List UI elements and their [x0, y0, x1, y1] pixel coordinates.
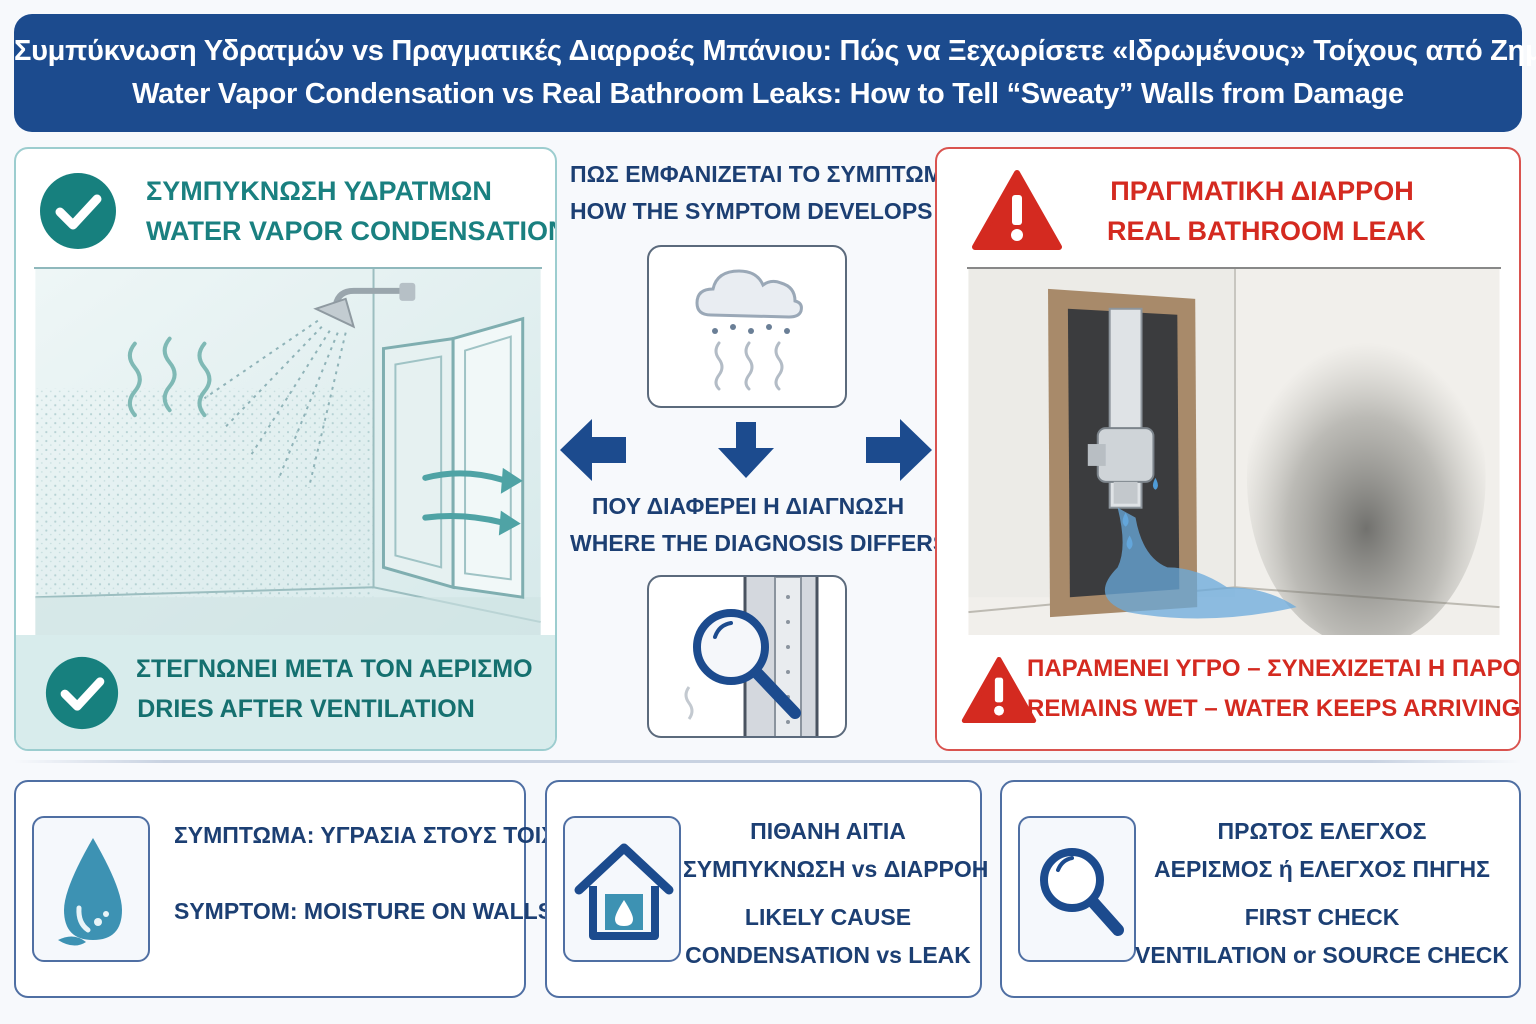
condensation-footer: ΣΤΕΓΝΩΝΕΙ ΜΕΤΑ ΤΟΝ ΑΕΡΙΣΜΟ DRIES AFTER V… [16, 635, 555, 749]
condensation-panel: ΣΥΜΠΥΚΝΩΣΗ ΥΔΡΑΤΜΩΝ WATER VAPOR CONDENSA… [14, 147, 557, 751]
condensation-result: ΣΤΕΓΝΩΝΕΙ ΜΕΤΑ ΤΟΝ ΑΕΡΙΣΜΟ DRIES AFTER V… [136, 649, 533, 729]
check-card: ΠΡΩΤΟΣ ΕΛΕΓΧΟΣ ΑΕΡΙΣΜΟΣ ή ΕΛΕΓΧΟΣ ΠΗΓΗΣ … [1000, 780, 1521, 998]
diagnosis-label: ΠΟΥ ΔΙΑΦΕΡΕΙ Η ΔΙΑΓΝΩΣΗ WHERE THE DIAGNO… [570, 488, 949, 562]
condensation-result-english: DRIES AFTER VENTILATION [137, 695, 475, 723]
cause-card: ΠΙΘΑΝΗ ΑΙΤΙΑ ΣΥΜΠΥΚΝΩΣΗ vs ΔΙΑΡΡΟΗ LIKEL… [545, 780, 989, 998]
symptom-label-greek: ΠΩΣ ΕΜΦΑΝΙΖΕΤΑΙ ΤΟ ΣΥΜΠΤΩΜΑ [570, 161, 960, 187]
cause-card-english-1: LIKELY CAUSE [744, 904, 912, 930]
magnifier-wall-icon [647, 575, 847, 738]
arrow-left-icon [560, 419, 626, 481]
warning-triangle-icon [972, 170, 1062, 250]
cause-card-greek-2: ΣΥΜΠΥΚΝΩΣΗ vs ΔΙΑΡΡΟΗ [683, 856, 989, 882]
symptom-card: ΣΥΜΠΤΩΜΑ: ΥΓΡΑΣΙΑ ΣΤΟΥΣ ΤΟΙΧΟΥΣ SYMPTOM:… [14, 780, 603, 998]
condensation-result-greek: ΣΤΕΓΝΩΝΕΙ ΜΕΤΑ ΤΟΝ ΑΕΡΙΣΜΟ [136, 655, 533, 683]
title-greek: Συμπύκνωση Υδρατμών vs Πραγματικές Διαρρ… [14, 35, 1536, 67]
check-card-english-2: VENTILATION or SOURCE CHECK [1135, 942, 1509, 968]
condensation-header: ΣΥΜΠΥΚΝΩΣΗ ΥΔΡΑΤΜΩΝ WATER VAPOR CONDENSA… [16, 149, 555, 267]
title-banner: Συμπύκνωση Υδρατμών vs Πραγματικές Διαρρ… [14, 14, 1536, 132]
check-circle-icon [45, 656, 119, 730]
check-circle-icon [40, 173, 116, 249]
check-card-english-1: FIRST CHECK [1244, 904, 1400, 930]
warning-triangle-icon [961, 656, 1037, 724]
leak-title: ΠΡΑΓΜΑΤΙΚΗ ΔΙΑΡΡΟΗ REAL BATHROOM LEAK [1107, 171, 1426, 251]
cause-card-english-2: CONDENSATION vs LEAK [685, 942, 971, 968]
leak-result-english: REMAINS WET – WATER KEEPS ARRIVING [1027, 695, 1521, 722]
symptom-label: ΠΩΣ ΕΜΦΑΝΙΖΕΤΑΙ ΤΟ ΣΥΜΠΤΩΜΑ HOW THE SYMP… [570, 156, 960, 230]
cause-card-greek-1: ΠΙΘΑΝΗ ΑΙΤΙΑ [750, 818, 906, 844]
arrow-right-icon [866, 419, 932, 481]
house-drop-icon [563, 816, 681, 962]
leak-result-greek: ΠΑΡΑΜΕΝΕΙ ΥΓΡΟ – ΣΥΝΕΧΙΖΕΤΑΙ Η ΠΑΡΟΧΗ ΝΕ… [1027, 655, 1521, 682]
water-drop-icon [32, 816, 150, 962]
leak-title-english: REAL BATHROOM LEAK [1107, 216, 1426, 246]
section-divider [14, 760, 1522, 763]
cause-card-text: ΠΙΘΑΝΗ ΑΙΤΙΑ ΣΥΜΠΥΚΝΩΣΗ vs ΔΙΑΡΡΟΗ LIKEL… [683, 812, 989, 974]
check-card-greek-2: ΑΕΡΙΣΜΟΣ ή ΕΛΕΓΧΟΣ ΠΗΓΗΣ [1154, 856, 1490, 882]
leak-header: ΠΡΑΓΜΑΤΙΚΗ ΔΙΑΡΡΟΗ REAL BATHROOM LEAK [937, 149, 1519, 267]
condensation-title: ΣΥΜΠΥΚΝΩΣΗ ΥΔΡΑΤΜΩΝ WATER VAPOR CONDENSA… [146, 171, 557, 251]
leak-title-greek: ΠΡΑΓΜΑΤΙΚΗ ΔΙΑΡΡΟΗ [1110, 176, 1414, 206]
check-card-greek-1: ΠΡΩΤΟΣ ΕΛΕΓΧΟΣ [1217, 818, 1427, 844]
cloud-rain-steam-icon [647, 245, 847, 408]
condensation-title-english: WATER VAPOR CONDENSATION [146, 216, 557, 246]
diagnosis-label-english: WHERE THE DIAGNOSIS DIFFERS [570, 530, 949, 556]
leak-footer: ΠΑΡΑΜΕΝΕΙ ΥΓΡΟ – ΣΥΝΕΧΙΖΕΤΑΙ Η ΠΑΡΟΧΗ ΝΕ… [937, 635, 1521, 749]
shower-condensation-illustration [34, 267, 542, 635]
symptom-card-english: SYMPTOM: MOISTURE ON WALLS [174, 898, 554, 924]
check-card-text: ΠΡΩΤΟΣ ΕΛΕΓΧΟΣ ΑΕΡΙΣΜΟΣ ή ΕΛΕΓΧΟΣ ΠΗΓΗΣ … [1132, 812, 1512, 974]
condensation-title-greek: ΣΥΜΠΥΚΝΩΣΗ ΥΔΡΑΤΜΩΝ [146, 176, 492, 206]
diagnosis-label-greek: ΠΟΥ ΔΙΑΦΕΡΕΙ Η ΔΙΑΓΝΩΣΗ [591, 493, 905, 519]
magnifier-icon [1018, 816, 1136, 962]
arrow-down-icon [718, 422, 774, 478]
symptom-label-english: HOW THE SYMPTOM DEVELOPS [570, 198, 933, 224]
leak-result: ΠΑΡΑΜΕΝΕΙ ΥΓΡΟ – ΣΥΝΕΧΙΖΕΤΑΙ Η ΠΑΡΟΧΗ ΝΕ… [1027, 649, 1521, 729]
pipe-leak-illustration [967, 267, 1501, 635]
leak-panel: ΠΡΑΓΜΑΤΙΚΗ ΔΙΑΡΡΟΗ REAL BATHROOM LEAK [935, 147, 1521, 751]
symptom-card-text: ΣΥΜΠΤΩΜΑ: ΥΓΡΑΣΙΑ ΣΤΟΥΣ ΤΟΙΧΟΥΣ SYMPTOM:… [174, 816, 603, 930]
symptom-card-greek: ΣΥΜΠΤΩΜΑ: ΥΓΡΑΣΙΑ ΣΤΟΥΣ ΤΟΙΧΟΥΣ [174, 822, 603, 848]
title-english: Water Vapor Condensation vs Real Bathroo… [132, 78, 1404, 110]
